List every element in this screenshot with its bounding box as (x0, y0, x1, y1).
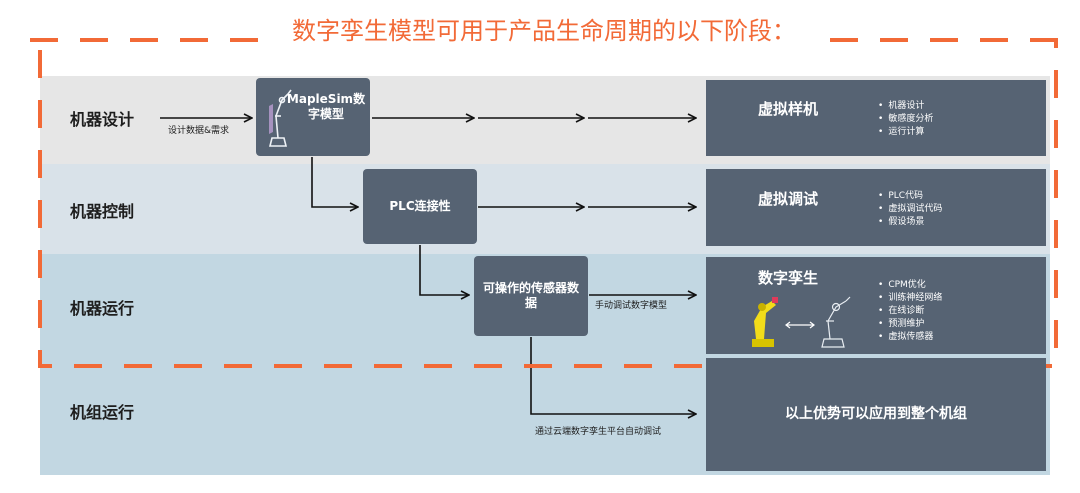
result-virtual-commissioning: 虚拟调试 PLC代码 虚拟调试代码 假设场景 (706, 169, 1046, 246)
list-item: 虚拟传感器 (878, 331, 942, 344)
arrow-plc-to-sensor (419, 245, 469, 295)
edge-label-design-data: 设计数据&需求 (168, 126, 230, 136)
result-fleet: 以上优势可以应用到整个机组 (706, 358, 1046, 471)
robot-twin-icon (752, 296, 851, 348)
result-list: 机器设计 敏感度分析 运行计算 (878, 100, 933, 139)
list-item: 机器设计 (878, 100, 933, 113)
list-item: 预测维护 (878, 318, 942, 331)
result-digital-twin: 数字孪生 CPM优化 训练神经网络 在线诊断 预测维护 虚拟传感器 (706, 257, 1046, 354)
result-title: 虚拟调试 (758, 190, 819, 208)
list-item: 虚拟调试代码 (878, 203, 942, 216)
sensor-box-label: 可操作的传感器数据 (483, 281, 580, 310)
result-title: 以上优势可以应用到整个机组 (785, 406, 967, 422)
edge-label-manual-tune: 手动调试数字模型 (595, 301, 668, 311)
dashed-frame (38, 38, 1058, 368)
result-title: 数字孪生 (758, 269, 819, 287)
row-label-control: 机器控制 (70, 202, 135, 221)
edge-label-cloud-tune: 通过云端数字孪生平台自动调试 (535, 427, 662, 437)
result-list: PLC代码 虚拟调试代码 假设场景 (878, 190, 942, 229)
result-list: CPM优化 训练神经网络 在线诊断 预测维护 虚拟传感器 (878, 279, 942, 344)
row-label-operation: 机器运行 (70, 299, 135, 318)
arrow-maplesim-to-plc (311, 157, 358, 207)
list-item: CPM优化 (878, 279, 942, 292)
sensor-box: 可操作的传感器数据 (474, 256, 588, 336)
plc-box-label: PLC连接性 (389, 199, 451, 213)
maplesim-box-label: MapleSim数字模型 (286, 92, 366, 121)
row-label-fleet: 机组运行 (70, 403, 135, 422)
list-item: 在线诊断 (878, 305, 942, 318)
diagram-title: 数字孪生模型可用于产品生命周期的以下阶段： (292, 17, 796, 45)
result-title: 虚拟样机 (758, 100, 819, 118)
list-item: 敏感度分析 (878, 113, 933, 126)
arrow-sensor-to-fleet (530, 337, 696, 414)
list-item: 运行计算 (878, 126, 933, 139)
plc-box: PLC连接性 (363, 169, 477, 244)
result-virtual-prototype: 虚拟样机 机器设计 敏感度分析 运行计算 (706, 80, 1046, 156)
list-item: PLC代码 (878, 190, 942, 203)
list-item: 训练神经网络 (878, 292, 942, 305)
list-item: 假设场景 (878, 216, 942, 229)
robot-arm-wireframe-icon (268, 89, 292, 147)
row-label-design: 机器设计 (70, 110, 135, 129)
maplesim-box: MapleSim数字模型 (256, 78, 370, 156)
